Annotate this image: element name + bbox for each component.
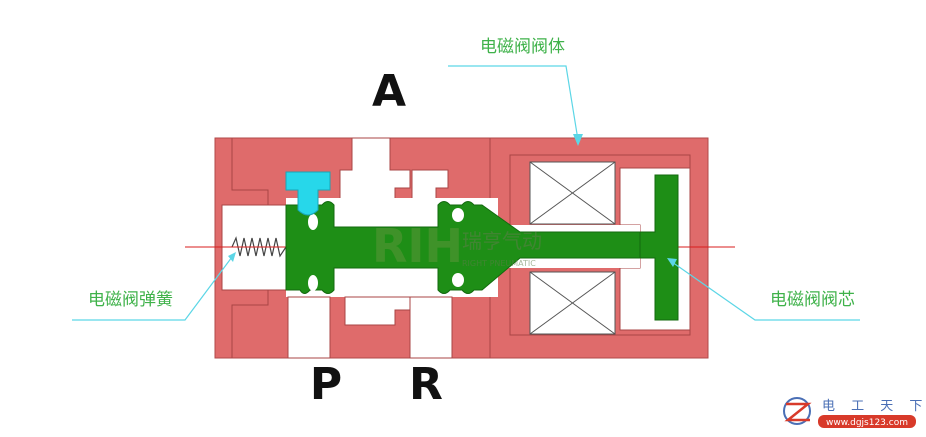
logo-ring-icon [783, 397, 811, 425]
port-p-channel [287, 296, 331, 359]
port-r-channel [409, 296, 453, 359]
armature [639, 174, 679, 321]
port-r-label: R [409, 359, 443, 410]
callout-core-text: 电磁阀阀芯 [770, 290, 855, 310]
callout-spring-text: 电磁阀弹簧 [88, 290, 173, 310]
seal-cap [285, 171, 331, 216]
port-a-channel [339, 137, 411, 201]
port-a-label: A [372, 66, 406, 117]
watermark-brand-en: RIGHT PNEUMATIC [462, 259, 536, 268]
watermark: RIH 瑞亨气动 RIGHT PNEUMATIC [372, 219, 542, 273]
spool-grooves [308, 208, 464, 291]
callout-valve-body: 电磁阀阀体 [448, 37, 583, 146]
watermark-brand-cn: 瑞亨气动 [462, 229, 542, 253]
callout-core: 电磁阀阀芯 [667, 258, 860, 321]
callout-spring: 电磁阀弹簧 [72, 252, 236, 321]
logo-url: www.dgjs123.com [826, 418, 908, 428]
logo-z-icon [784, 402, 812, 422]
logo-url-pill [818, 415, 916, 428]
watermark-brand-letters: RIH [372, 219, 463, 273]
site-logo: 电 工 天 下 www.dgjs123.com [783, 397, 926, 428]
coil-upper [529, 161, 616, 225]
logo-name: 电 工 天 下 [822, 399, 926, 414]
callout-body-text: 电磁阀阀体 [480, 37, 565, 57]
coil-lower [529, 271, 616, 335]
port-p-label: P [310, 359, 342, 410]
